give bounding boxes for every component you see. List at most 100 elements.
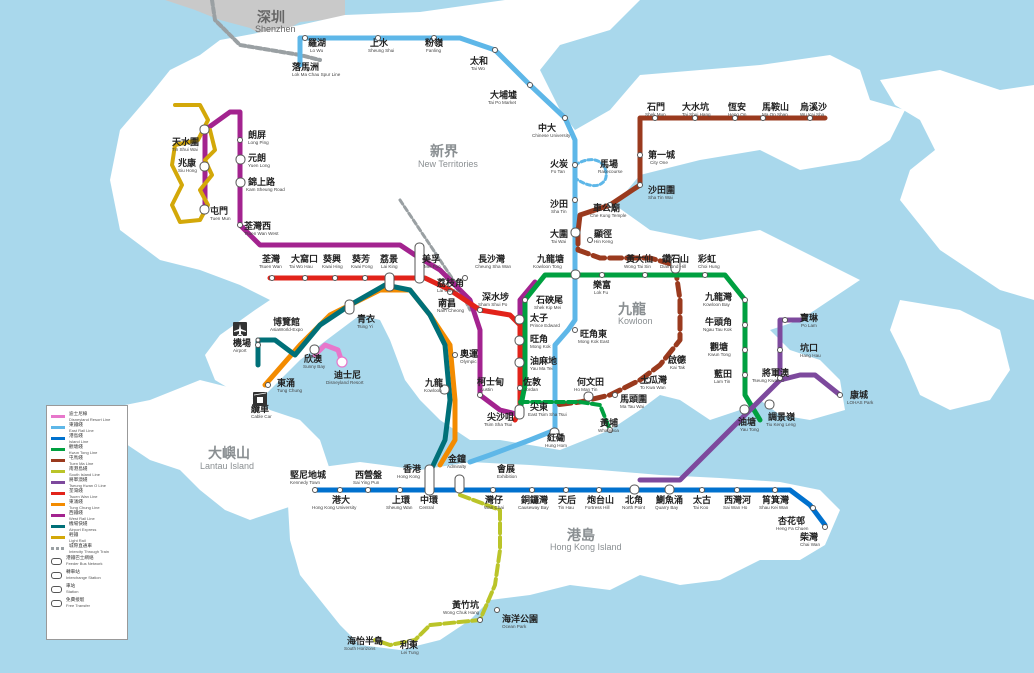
station-dot-wong-chuk-hang[interactable] bbox=[477, 617, 483, 623]
station-dot-tai-wo-hau[interactable] bbox=[302, 275, 308, 281]
station-dot-kennedy-town[interactable] bbox=[312, 487, 318, 493]
station-dot-tsim-sha-tsui[interactable] bbox=[514, 404, 525, 420]
station-dot-kwun-tong[interactable] bbox=[742, 347, 748, 353]
station-dot-kam-sheung-road[interactable] bbox=[235, 177, 246, 188]
station-dot-jordan[interactable] bbox=[517, 385, 523, 391]
station-dot-hung-hom[interactable] bbox=[549, 427, 560, 438]
station-dot-tiu-keng-leng[interactable] bbox=[764, 399, 775, 410]
station-dot-tai-po-market[interactable] bbox=[527, 82, 533, 88]
station-dot-fo-tan[interactable] bbox=[572, 162, 578, 168]
station-dot-hin-keng[interactable] bbox=[587, 237, 593, 243]
station-dot-heng-fa-chuen[interactable] bbox=[810, 505, 816, 511]
station-dot-heng-on[interactable] bbox=[732, 115, 738, 121]
station-dot-long-ping[interactable] bbox=[237, 137, 243, 143]
station-dot-shek-kip-mei[interactable] bbox=[522, 297, 528, 303]
station-dot-shau-kei-wan[interactable] bbox=[772, 487, 778, 493]
station-dot-po-lam[interactable] bbox=[782, 317, 788, 323]
station-dot-wan-chai[interactable] bbox=[490, 487, 496, 493]
station-dot-tsuen-wan-west[interactable] bbox=[237, 222, 243, 228]
station-dot-yau-ma-tei[interactable] bbox=[514, 357, 525, 368]
station-dot-sha-tin[interactable] bbox=[572, 197, 578, 203]
station-dot-kwai-hing[interactable] bbox=[332, 275, 338, 281]
station-dot-tuen-mun[interactable] bbox=[199, 204, 210, 215]
station-dot-siu-hong[interactable] bbox=[199, 161, 210, 172]
station-dot-wong-tai-sin[interactable] bbox=[642, 272, 648, 278]
station-dot-kowloon-bay[interactable] bbox=[742, 297, 748, 303]
station-dot-causeway-bay[interactable] bbox=[529, 487, 535, 493]
station-dot-prince-edward[interactable] bbox=[514, 314, 525, 325]
label-ngau-tau-kok-cn: 牛頭角 bbox=[705, 316, 732, 328]
station-dot-yuen-long[interactable] bbox=[235, 154, 246, 165]
station-dot-diamond-hill[interactable] bbox=[670, 254, 681, 274]
station-dot-mong-kok[interactable] bbox=[514, 335, 525, 346]
station-dot-ho-man-tin[interactable] bbox=[583, 391, 594, 402]
station-dot-sha-tin-wai[interactable] bbox=[637, 182, 643, 188]
station-dot-kowloon[interactable] bbox=[439, 384, 450, 395]
station-dot-olympic[interactable] bbox=[452, 352, 458, 358]
station-dot-hku[interactable] bbox=[337, 487, 343, 493]
label-ocean-park-en: Ocean Park bbox=[502, 624, 527, 629]
station-dot-chai-wan[interactable] bbox=[822, 524, 828, 530]
station-dot-mei-foo[interactable] bbox=[414, 242, 425, 284]
station-dot-ocean-park[interactable] bbox=[494, 607, 500, 613]
station-dot-lo-wu[interactable] bbox=[302, 35, 308, 41]
station-dot-mong-kok-east[interactable] bbox=[572, 327, 578, 333]
station-dot-choi-hung[interactable] bbox=[702, 272, 708, 278]
station-dot-sham-shui-po[interactable] bbox=[477, 307, 483, 313]
station-dot-yau-tong[interactable] bbox=[739, 404, 750, 415]
station-dot-tin-hau[interactable] bbox=[563, 487, 569, 493]
station-dot-whampoa[interactable] bbox=[607, 427, 613, 433]
label-ma-on-shan-en: Ma On Shan bbox=[762, 112, 788, 117]
station-dot-che-kung-temple[interactable] bbox=[607, 202, 613, 208]
station-dot-lei-tung[interactable] bbox=[407, 639, 413, 645]
station-dot-hang-hau[interactable] bbox=[777, 347, 783, 353]
station-dot-austin[interactable] bbox=[477, 392, 483, 398]
station-dot-wu-kai-sha[interactable] bbox=[807, 115, 813, 121]
station-dot-kwai-fong[interactable] bbox=[362, 275, 368, 281]
label-north-point-cn: 北角 bbox=[625, 494, 643, 506]
station-dot-tai-wo[interactable] bbox=[492, 47, 498, 53]
station-dot-lohas-park[interactable] bbox=[837, 392, 843, 398]
station-dot-tsuen-wan[interactable] bbox=[269, 275, 275, 281]
station-dot-shek-mun[interactable] bbox=[652, 115, 658, 121]
station-dot-lai-chi-kok[interactable] bbox=[447, 289, 453, 295]
station-dot-tin-shui-wai[interactable] bbox=[199, 124, 210, 135]
station-dot-quarry-bay[interactable] bbox=[664, 484, 675, 495]
station-dot-lok-fu[interactable] bbox=[599, 272, 605, 278]
station-dot-nam-cheong[interactable] bbox=[440, 299, 451, 310]
station-dot-tsing-yi[interactable] bbox=[344, 299, 355, 315]
station-dot-tseung-kwan-o[interactable] bbox=[777, 375, 783, 381]
station-dot-tai-koo[interactable] bbox=[699, 487, 705, 493]
station-dot-tung-chung[interactable] bbox=[265, 382, 271, 388]
station-dot-north-point[interactable] bbox=[629, 484, 640, 495]
station-dot-tai-shui-hang[interactable] bbox=[692, 115, 698, 121]
station-dot-kai-tak[interactable] bbox=[677, 357, 683, 363]
station-dot-ma-on-shan[interactable] bbox=[760, 115, 766, 121]
station-dot-university[interactable] bbox=[562, 115, 568, 121]
label-sha-tin-wai-cn: 沙田圍 bbox=[648, 185, 675, 196]
station-dot-cheung-sha-wan[interactable] bbox=[462, 275, 468, 281]
station-dot-sunny-bay[interactable] bbox=[309, 344, 320, 355]
station-dot-sheung-shui[interactable] bbox=[375, 35, 381, 41]
station-dot-sai-wan-ho[interactable] bbox=[734, 487, 740, 493]
label-central-cn: 中環 bbox=[420, 494, 439, 506]
station-dot-ma-tau-wai[interactable] bbox=[612, 392, 618, 398]
station-dot-city-one[interactable] bbox=[637, 152, 643, 158]
station-dot-tai-wai[interactable] bbox=[570, 227, 581, 238]
station-dot-admiralty[interactable] bbox=[454, 474, 465, 494]
station-dot-south-horizons[interactable] bbox=[375, 637, 381, 643]
station-dot-fanling[interactable] bbox=[431, 35, 437, 41]
label-shek-mun-cn: 石門 bbox=[646, 102, 665, 113]
station-dot-airport[interactable] bbox=[255, 342, 261, 348]
station-dot-hong-kong[interactable] bbox=[424, 464, 435, 496]
station-dot-asiaworld[interactable] bbox=[255, 337, 261, 343]
station-dot-sheung-wan[interactable] bbox=[397, 487, 403, 493]
station-dot-lai-king[interactable] bbox=[384, 272, 395, 292]
station-dot-kowloon-tong[interactable] bbox=[570, 269, 581, 280]
station-dot-ngau-tau-kok[interactable] bbox=[742, 322, 748, 328]
station-dot-fortress-hill[interactable] bbox=[596, 487, 602, 493]
station-dot-lam-tin[interactable] bbox=[742, 372, 748, 378]
station-dot-sai-ying-pun[interactable] bbox=[365, 487, 371, 493]
station-dot-to-kwa-wan[interactable] bbox=[645, 377, 651, 383]
